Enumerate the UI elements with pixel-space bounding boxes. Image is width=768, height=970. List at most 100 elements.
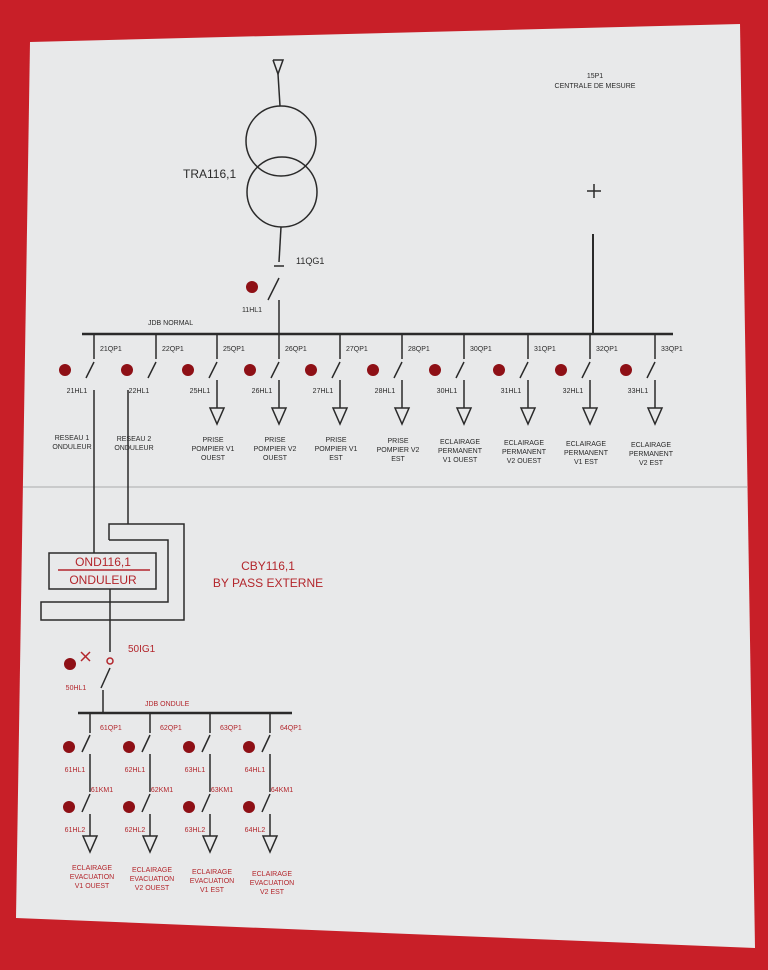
feeder-indicator-lamp xyxy=(493,364,505,376)
feeder-lamp-label: 61HL1 xyxy=(65,767,86,774)
feeder-lamp-label: 25HL1 xyxy=(190,388,211,395)
bus-ondule-label: JDB ONDULE xyxy=(145,701,190,708)
feeder-description-line: RESEAU 2 xyxy=(117,436,152,443)
feeder-breaker-label: 31QP1 xyxy=(534,346,556,353)
ups-box-label-1: OND116,1 xyxy=(75,555,131,569)
feeder-description-line: ECLAIRAGE xyxy=(504,440,544,447)
feeder-description-line: EVACUATION xyxy=(250,880,294,887)
feeder-breaker-blade xyxy=(201,734,211,753)
bypass-label-1: CBY116,1 xyxy=(241,559,295,573)
feeder-lamp-label: 63HL1 xyxy=(185,767,206,774)
feeder-breaker-blade xyxy=(81,734,91,753)
feeder-description-line: V2 OUEST xyxy=(507,458,542,465)
feeder-indicator-lamp xyxy=(367,364,379,376)
feeder-breaker-label: 63QP1 xyxy=(220,725,242,732)
feeder-lamp-label: 64HL1 xyxy=(245,767,266,774)
feeder-contactor-label: 62KM1 xyxy=(151,787,173,794)
feeder-description-line: PERMANENT xyxy=(629,451,674,458)
feeder-load-arrow xyxy=(331,407,349,426)
feeder-description-line: POMPIER V2 xyxy=(254,446,297,453)
feeder-breaker-blade xyxy=(331,361,341,379)
feeder-breaker-label: 22QP1 xyxy=(162,346,184,353)
feeder-contactor-lamp-label: 62HL2 xyxy=(125,827,146,834)
feeder-indicator-lamp xyxy=(244,364,256,376)
feeder-indicator-lamp xyxy=(63,741,75,753)
feeder-contactor-lamp xyxy=(183,801,195,813)
feeder-contactor-lamp xyxy=(243,801,255,813)
feeder-indicator-lamp xyxy=(123,741,135,753)
feeder-breaker-blade xyxy=(519,361,529,379)
feeder-description-line: ECLAIRAGE xyxy=(252,871,292,878)
incoming-arrow xyxy=(272,59,285,77)
feeder-load-arrow xyxy=(208,407,226,426)
feeder-load-arrow xyxy=(393,407,411,426)
feeder-load-arrow xyxy=(455,407,473,426)
feeder-lamp-label: 27HL1 xyxy=(313,388,334,395)
feeder-lamp-label: 30HL1 xyxy=(437,388,458,395)
feeder-contactor-blade xyxy=(81,793,91,813)
feeder-indicator-lamp xyxy=(59,364,71,376)
feeder-description-line: V2 OUEST xyxy=(135,885,170,892)
main-lamp-label: 11HL1 xyxy=(242,307,262,314)
feeder-breaker-blade xyxy=(261,734,271,753)
feeder-breaker-label: 21QP1 xyxy=(100,346,122,353)
feeder-description-line: ONDULEUR xyxy=(114,445,153,452)
feeder-description-line: PERMANENT xyxy=(438,448,483,455)
feeder-lamp-label: 31HL1 xyxy=(501,388,522,395)
ups-box-label-2: ONDULEUR xyxy=(69,573,137,587)
feeder-description-line: EVACUATION xyxy=(130,876,174,883)
feeder-description-line: PRISE xyxy=(264,437,285,444)
feeder-description-line: ECLAIRAGE xyxy=(72,865,112,872)
feeder-breaker-blade xyxy=(270,361,280,379)
feeder-description-line: EST xyxy=(329,455,343,462)
feeder-breaker-label: 32QP1 xyxy=(596,346,618,353)
feeder-lamp-label: 21HL1 xyxy=(67,388,88,395)
feeder-load-arrow xyxy=(270,407,288,426)
feeder-description-line: PERMANENT xyxy=(502,449,547,456)
bottom-feeder: 63QP163HL163KM163HL2ECLAIRAGEEVACUATIONV… xyxy=(183,713,242,894)
feeder-indicator-lamp xyxy=(182,364,194,376)
feeder-indicator-lamp xyxy=(429,364,441,376)
feeder-load-arrow xyxy=(519,407,537,426)
feeder-description-line: ECLAIRAGE xyxy=(566,441,606,448)
feeder-description-line: POMPIER V1 xyxy=(315,446,358,453)
feeder-contactor-label: 64KM1 xyxy=(271,787,293,794)
feeder-indicator-lamp xyxy=(555,364,567,376)
ups-breaker-label: 50IG1 xyxy=(128,644,156,655)
feeder-contactor-lamp xyxy=(63,801,75,813)
feeder-lamp-label: 32HL1 xyxy=(563,388,584,395)
bottom-feeders: 61QP161HL161KM161HL2ECLAIRAGEEVACUATIONV… xyxy=(63,713,302,896)
incoming-line xyxy=(277,73,281,107)
feeder-lamp-label: 26HL1 xyxy=(252,388,273,395)
main-indicator-lamp xyxy=(246,281,258,293)
feeder-breaker-label: 27QP1 xyxy=(346,346,368,353)
transformer-label: TRA116,1 xyxy=(183,167,236,181)
feeder-breaker-label: 28QP1 xyxy=(408,346,430,353)
feeder-breaker-blade xyxy=(455,361,465,379)
transformer-secondary-winding xyxy=(246,156,318,228)
bus-normal-label: JDB NORMAL xyxy=(148,320,193,327)
feeder-contactor-blade xyxy=(261,793,271,813)
feeder-breaker-label: 25QP1 xyxy=(223,346,245,353)
bypass-label-2: BY PASS EXTERNE xyxy=(213,576,323,590)
feeder-description-line: EVACUATION xyxy=(190,878,234,885)
feeder-breaker-blade xyxy=(208,361,218,379)
feeder-description-line: ECLAIRAGE xyxy=(440,439,480,446)
ups-breaker-blade xyxy=(100,667,111,689)
feeder-indicator-lamp xyxy=(305,364,317,376)
ups-breaker-pivot xyxy=(106,657,114,665)
feeder-description-line: POMPIER V1 xyxy=(192,446,235,453)
feeder-breaker-blade xyxy=(147,361,157,379)
feeder-breaker-blade xyxy=(646,361,656,379)
feeder-indicator-lamp xyxy=(620,364,632,376)
feeder-description-line: ECLAIRAGE xyxy=(631,442,671,449)
feeder-load-arrow xyxy=(581,407,599,426)
feeder-load-arrow xyxy=(81,835,99,854)
